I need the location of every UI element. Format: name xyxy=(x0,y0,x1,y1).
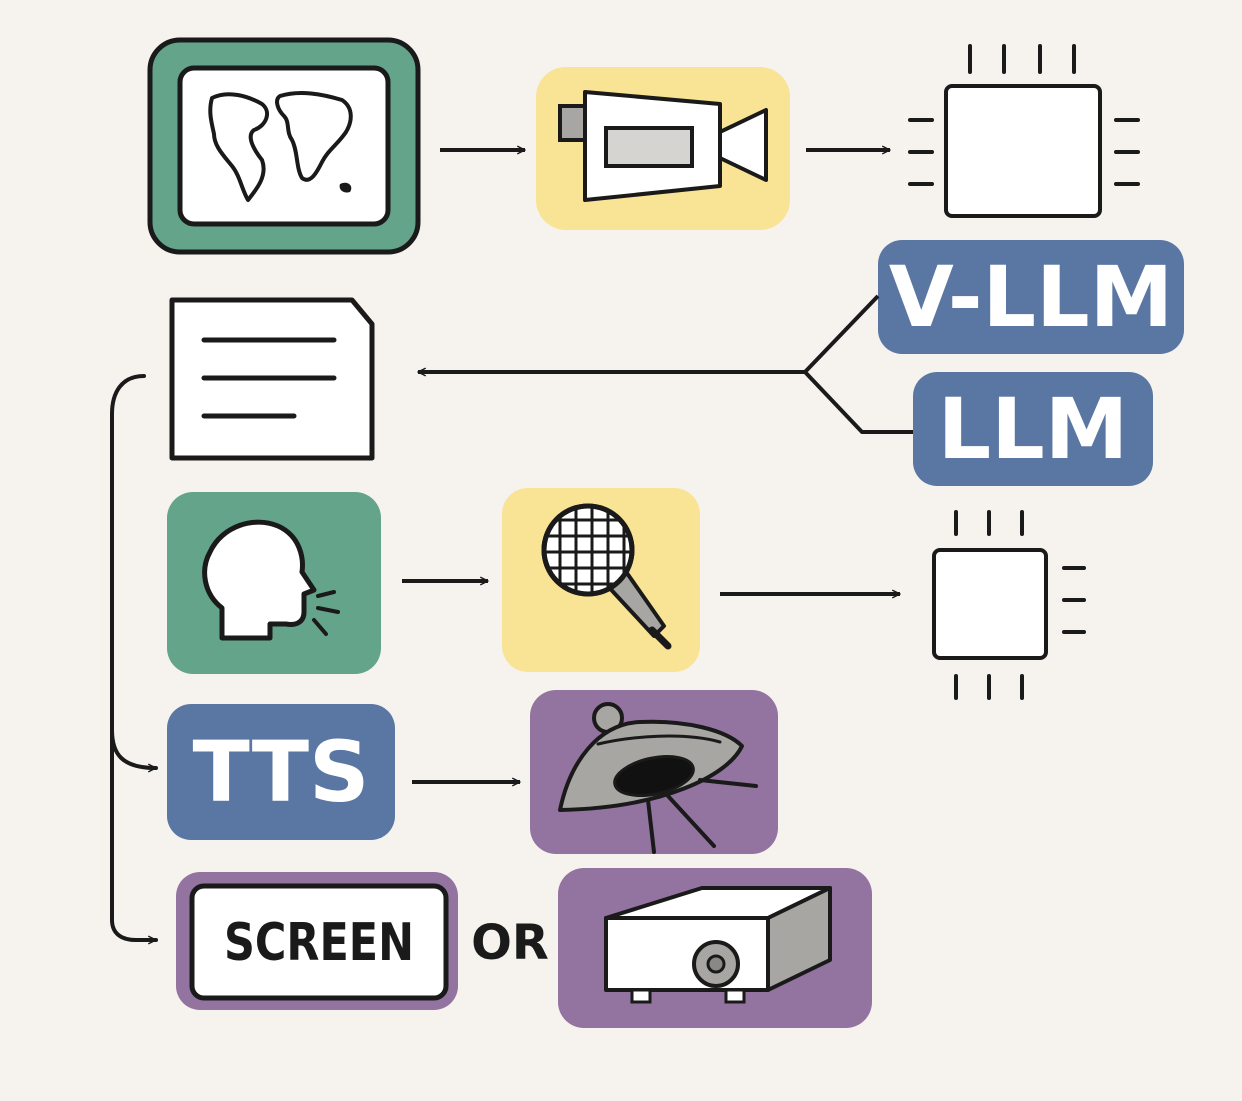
vllm-label: V-LLM xyxy=(889,248,1173,346)
tts-label: TTS xyxy=(192,723,369,821)
speaker-icon xyxy=(530,690,778,854)
projector-icon xyxy=(558,868,872,1028)
screen-label: SCREEN xyxy=(224,913,414,973)
or-label: OR xyxy=(471,915,549,971)
tts-badge: TTS xyxy=(167,704,395,840)
merge-connector xyxy=(417,294,913,434)
output-branch-connector xyxy=(110,374,158,945)
speaking-head-icon xyxy=(167,492,381,674)
video-camera-icon xyxy=(536,67,790,230)
screen-output: SCREEN xyxy=(176,872,458,1010)
vllm-badge: V-LLM xyxy=(878,240,1184,354)
llm-badge: LLM xyxy=(913,372,1153,486)
processor-chip-icon xyxy=(932,510,1086,700)
llm-label: LLM xyxy=(938,380,1129,478)
document-icon xyxy=(169,297,375,461)
microphone-icon xyxy=(502,488,700,672)
world-map-icon xyxy=(147,37,421,255)
processor-chip-icon xyxy=(908,44,1140,218)
